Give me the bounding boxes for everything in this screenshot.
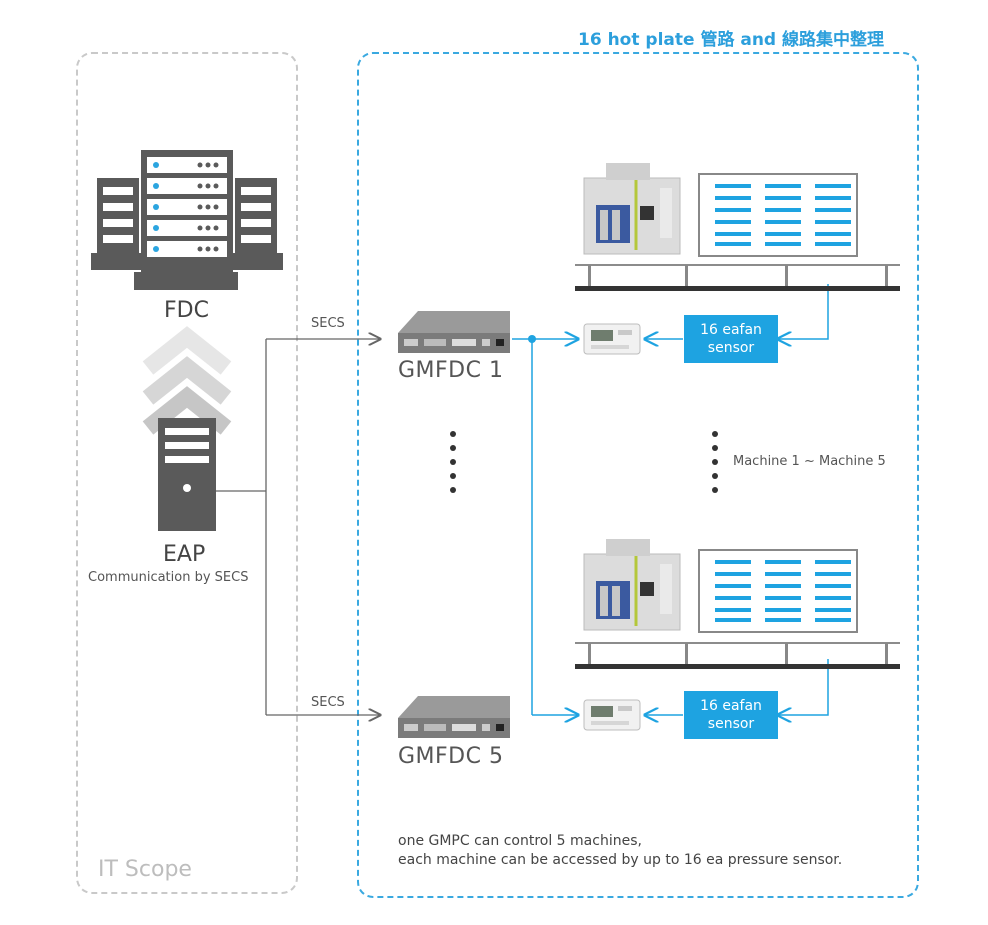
sensor-box-1-line1: 16 eafan bbox=[700, 322, 762, 338]
tower-server-icon bbox=[158, 418, 216, 531]
panel-grid-icon bbox=[698, 173, 858, 257]
it-scope-box bbox=[76, 52, 298, 894]
sensor-box-2-line1: 16 eafan bbox=[700, 698, 762, 714]
sensor-module-icon bbox=[583, 699, 641, 731]
industrial-pc-icon bbox=[398, 696, 510, 738]
hot-plate-machine-icon bbox=[583, 163, 681, 255]
note-line-2: each machine can be accessed by up to 16… bbox=[398, 852, 843, 868]
sensor-box-1: 16 eafan sensor bbox=[684, 315, 778, 363]
up-chevrons-icon bbox=[142, 326, 232, 435]
sensor-box-2: 16 eafan sensor bbox=[684, 691, 778, 739]
machine-scope-box bbox=[357, 52, 919, 898]
panel-grid-icon bbox=[698, 549, 858, 633]
fdc-label: FDC bbox=[164, 298, 209, 323]
ellipsis-dots-gmfdc bbox=[450, 431, 456, 493]
machines-range-label: Machine 1 ~ Machine 5 bbox=[733, 454, 886, 469]
note-line-1: one GMPC can control 5 machines, bbox=[398, 833, 642, 849]
sensor-module-icon bbox=[583, 323, 641, 355]
ellipsis-dots-machines bbox=[712, 431, 718, 493]
industrial-pc-icon bbox=[398, 311, 510, 353]
eap-label: EAP bbox=[163, 542, 206, 567]
secs-label-top: SECS bbox=[311, 316, 345, 331]
diagram-title: 16 hot plate 管路 and 線路集中整理 bbox=[578, 30, 885, 50]
machine-rail bbox=[575, 642, 900, 669]
bus-junction-dot bbox=[528, 335, 536, 343]
secs-label-bottom: SECS bbox=[311, 695, 345, 710]
eap-caption: Communication by SECS bbox=[88, 570, 249, 585]
gmfdc-5-label: GMFDC 5 bbox=[398, 744, 504, 769]
server-rack-icon bbox=[91, 150, 283, 290]
hot-plate-machine-icon bbox=[583, 539, 681, 631]
secs-connectors bbox=[216, 339, 380, 715]
sensor-bus-lines bbox=[512, 284, 829, 715]
sensor-box-1-line2: sensor bbox=[707, 340, 755, 356]
sensor-box-2-line2: sensor bbox=[707, 716, 755, 732]
gmfdc-1-label: GMFDC 1 bbox=[398, 358, 504, 383]
it-scope-label: IT Scope bbox=[98, 857, 192, 882]
machine-rail bbox=[575, 264, 900, 291]
